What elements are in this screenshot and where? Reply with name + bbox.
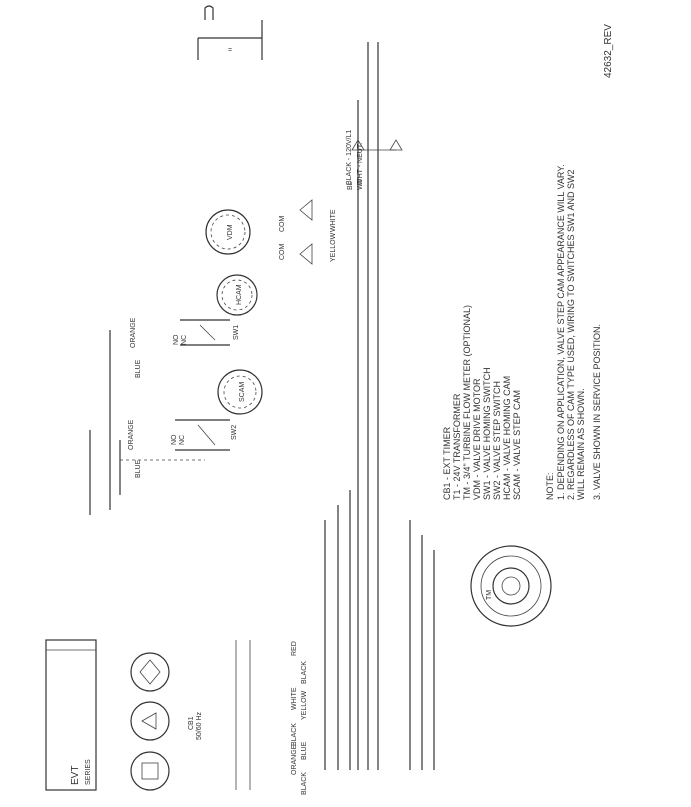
label-orange-2: ORANGE: [128, 419, 135, 450]
svg-text:=: =: [228, 47, 232, 54]
note-line: 1. DEPENDING ON APPLICATION, VALVE STEP …: [556, 164, 566, 500]
valve-drive-motor: [205, 209, 251, 255]
label-black-3: BLACK: [301, 772, 308, 795]
hcam-label: HCAM: [236, 284, 243, 305]
legend-item: SCAM - VALVE STEP CAM: [512, 390, 522, 500]
legend-item: SW1 - VALVE HOMING SWITCH: [482, 367, 492, 500]
label-blue-3: BLUE: [301, 741, 308, 760]
tm-label: TM: [486, 590, 493, 600]
label-blue-1: BLUE: [135, 359, 142, 378]
sw2-label: SW2: [231, 425, 238, 440]
label-no-1: NO: [173, 334, 180, 345]
label-no-2: NO: [171, 434, 178, 445]
legend-item: SW2 - VALVE STEP SWITCH: [492, 381, 502, 500]
legend-item: VDM - VALVE DRIVE MOTOR: [472, 378, 482, 500]
terminal-strip: [235, 640, 251, 790]
label-black-2: BLACK: [291, 723, 298, 746]
label-yellow-2: YELLOW: [301, 690, 308, 720]
power-wires: [357, 42, 379, 770]
label-bl: BL: [347, 181, 354, 190]
legend-item: T1 - 24V TRANSFORMER: [452, 393, 462, 500]
display-icons: [130, 652, 170, 791]
label-red: RED: [291, 641, 298, 656]
step-switch: [89, 419, 230, 515]
homing-switch: [109, 319, 230, 510]
label-nc-2: NC: [179, 435, 186, 445]
notes-title: NOTE:: [545, 472, 555, 500]
label-wt: WT: [357, 178, 364, 190]
document-id: 42632_REV: [603, 24, 614, 78]
wire-connectors: [351, 139, 403, 151]
brand-logo: [45, 639, 97, 791]
wire-label-black-l1: BLACK - 120V/L1: [346, 130, 353, 185]
label-com-b: COM: [279, 244, 286, 261]
brand-subtitle: SERIES: [85, 759, 92, 785]
turbine-meter: [470, 545, 552, 627]
label-orange-3: ORANGE: [291, 744, 298, 775]
sw1-label: SW1: [233, 325, 240, 340]
step-cam: [217, 369, 263, 415]
note-line: 3. VALVE SHOWN IN SERVICE POSITION.: [592, 324, 602, 500]
notes-block: NOTE: 1. DEPENDING ON APPLICATION, VALVE…: [545, 164, 602, 500]
legend-item: CB1 - EXT TIMER: [442, 426, 452, 500]
homing-cam: [216, 274, 258, 316]
label-white-2: WHITE: [291, 687, 298, 710]
hz-label: 50/60 Hz: [196, 711, 203, 740]
legend-item: TM - 3/4" TURBINE FLOW METER (OPTIONAL): [462, 305, 472, 500]
label-black-1: BLACK: [301, 661, 308, 684]
brand-name: EVT: [70, 766, 81, 785]
vdm-label: VDM: [227, 224, 234, 240]
label-yellow: YELLOW: [330, 232, 337, 262]
cb1-label: CB1: [188, 716, 195, 730]
label-blue-2: BLUE: [135, 459, 142, 478]
wire-label-neutral: WHT - NEUT.: [357, 143, 364, 185]
label-orange-1: ORANGE: [130, 317, 137, 348]
ground-terminal: =: [197, 5, 263, 60]
scam-label: SCAM: [239, 382, 246, 402]
label-white: WHITE: [330, 209, 337, 232]
note-line: WILL REMAIN AS SHOWN.: [576, 388, 586, 500]
legend-item: HCAM - VALVE HOMING CAM: [502, 376, 512, 500]
note-line: 2. REGARDLESS OF CAM TYPE USED, WIRING T…: [566, 169, 576, 500]
label-nc-1: NC: [181, 335, 188, 345]
vdm-terminals: [299, 199, 313, 265]
component-legend: CB1 - EXT TIMER T1 - 24V TRANSFORMER TM …: [442, 305, 522, 500]
label-com-a: COM: [279, 216, 286, 233]
wire-ladder: [324, 490, 435, 770]
